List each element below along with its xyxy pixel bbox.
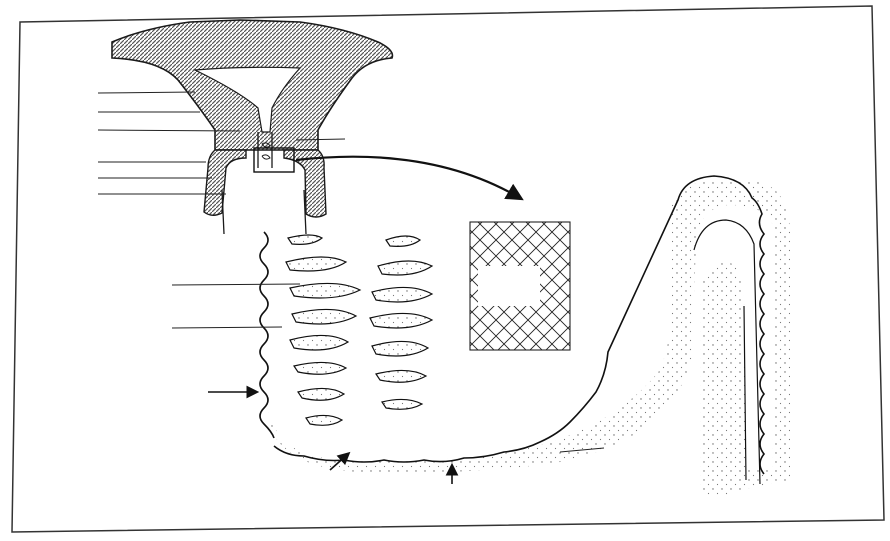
page-frame [12,6,884,532]
central-stroma-label-bg [478,266,540,306]
